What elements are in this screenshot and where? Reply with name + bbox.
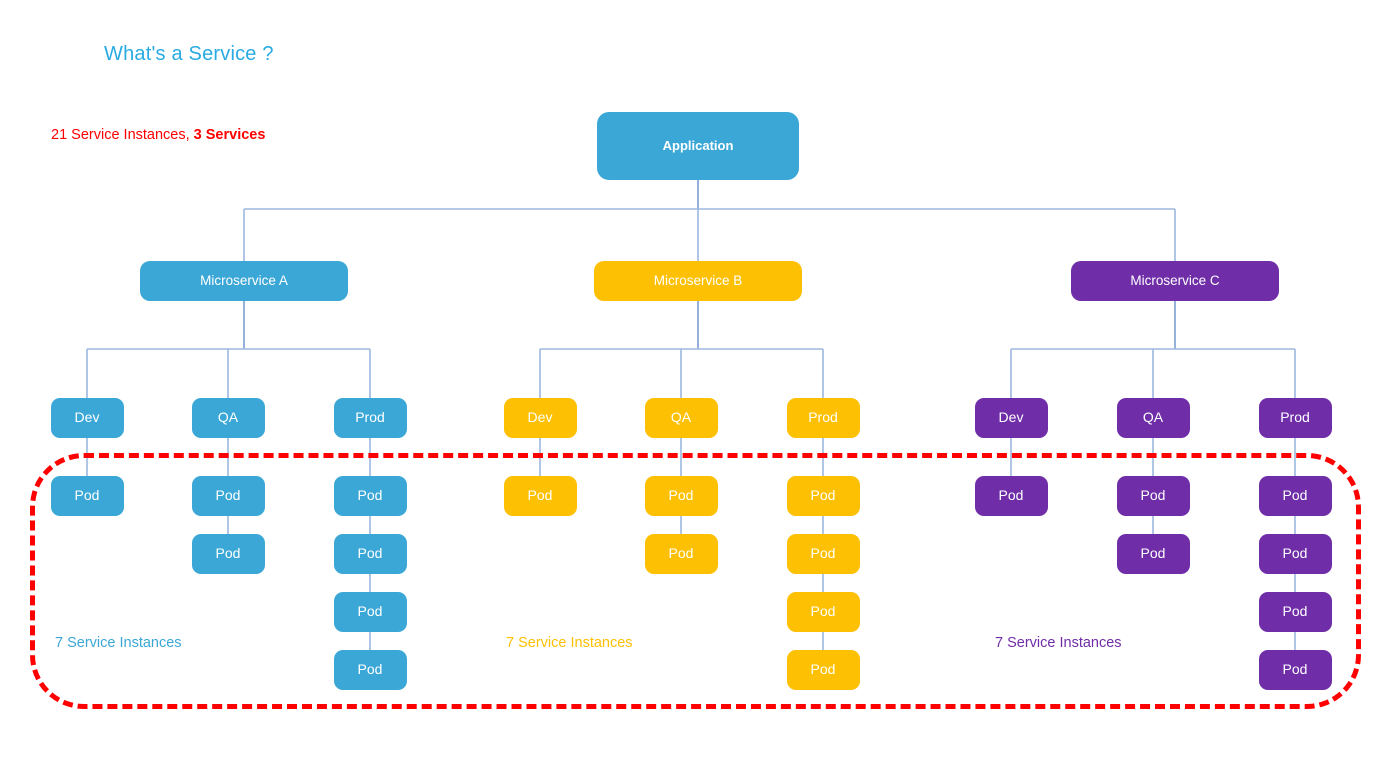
pod-node-2-1-0-label: Pod xyxy=(1140,487,1166,504)
env-node-2-2[interactable]: Prod xyxy=(1258,398,1332,438)
pod-node-2-1-0[interactable]: Pod xyxy=(1116,476,1190,516)
application-node-label: Application xyxy=(662,137,734,153)
microservice-node-2[interactable]: Microservice C xyxy=(1071,261,1279,301)
env-node-2-0-label: Dev xyxy=(998,409,1024,426)
env-node-1-1-label: QA xyxy=(670,409,692,426)
pod-node-1-1-1-label: Pod xyxy=(668,545,694,562)
pod-node-1-2-1-label: Pod xyxy=(810,545,836,562)
env-node-0-2[interactable]: Prod xyxy=(333,398,407,438)
pod-node-0-2-0[interactable]: Pod xyxy=(333,476,407,516)
env-node-0-0-label: Dev xyxy=(74,409,100,426)
env-node-2-2-label: Prod xyxy=(1280,409,1310,426)
pod-node-2-2-2[interactable]: Pod xyxy=(1258,592,1332,632)
pod-node-2-2-1-label: Pod xyxy=(1282,545,1308,562)
page-title: What's a Service ? xyxy=(104,43,274,65)
pod-node-0-1-1[interactable]: Pod xyxy=(191,534,265,574)
env-node-2-1[interactable]: QA xyxy=(1116,398,1190,438)
pod-node-2-2-2-label: Pod xyxy=(1282,603,1308,620)
env-node-1-0-label: Dev xyxy=(527,409,553,426)
env-node-1-1[interactable]: QA xyxy=(644,398,718,438)
pod-node-0-1-0-label: Pod xyxy=(215,487,241,504)
pod-node-0-2-2[interactable]: Pod xyxy=(333,592,407,632)
pod-node-1-2-0[interactable]: Pod xyxy=(786,476,860,516)
pod-node-1-1-0[interactable]: Pod xyxy=(644,476,718,516)
pod-node-2-2-1[interactable]: Pod xyxy=(1258,534,1332,574)
pod-node-2-1-1[interactable]: Pod xyxy=(1116,534,1190,574)
pod-node-1-2-3[interactable]: Pod xyxy=(786,650,860,690)
pod-node-2-0-0-label: Pod xyxy=(998,487,1024,504)
pod-node-2-1-1-label: Pod xyxy=(1140,545,1166,562)
instances-label-1: 7 Service Instances xyxy=(506,635,633,651)
pod-node-1-0-0[interactable]: Pod xyxy=(503,476,577,516)
env-node-1-2-label: Prod xyxy=(808,409,838,426)
env-node-2-0[interactable]: Dev xyxy=(974,398,1048,438)
pod-node-0-2-1-label: Pod xyxy=(357,545,383,562)
summary-prefix: 21 Service Instances, xyxy=(51,127,194,143)
microservice-node-1[interactable]: Microservice B xyxy=(594,261,802,301)
pod-node-0-1-0[interactable]: Pod xyxy=(191,476,265,516)
summary-caption: 21 Service Instances, 3 Services xyxy=(51,127,265,143)
microservice-node-2-label: Microservice C xyxy=(1130,272,1220,288)
pod-node-0-2-2-label: Pod xyxy=(357,603,383,620)
pod-node-2-2-3[interactable]: Pod xyxy=(1258,650,1332,690)
pod-node-2-0-0[interactable]: Pod xyxy=(974,476,1048,516)
pod-node-0-2-3-label: Pod xyxy=(357,661,383,678)
pod-node-0-2-0-label: Pod xyxy=(357,487,383,504)
env-node-0-2-label: Prod xyxy=(355,409,385,426)
pod-node-1-1-0-label: Pod xyxy=(668,487,694,504)
microservice-node-1-label: Microservice B xyxy=(653,272,743,288)
env-node-2-1-label: QA xyxy=(1142,409,1164,426)
env-node-0-1[interactable]: QA xyxy=(191,398,265,438)
pod-node-2-2-0-label: Pod xyxy=(1282,487,1308,504)
summary-emphasis: 3 Services xyxy=(193,127,266,143)
pod-node-0-1-1-label: Pod xyxy=(215,545,241,562)
env-node-0-0[interactable]: Dev xyxy=(50,398,124,438)
pod-node-1-0-0-label: Pod xyxy=(527,487,553,504)
env-node-1-2[interactable]: Prod xyxy=(786,398,860,438)
microservice-node-0-label: Microservice A xyxy=(200,272,288,288)
pod-node-1-2-2[interactable]: Pod xyxy=(786,592,860,632)
pod-node-0-0-0[interactable]: Pod xyxy=(50,476,124,516)
env-node-0-1-label: QA xyxy=(217,409,239,426)
instances-label-2: 7 Service Instances xyxy=(995,635,1122,651)
instances-label-0: 7 Service Instances xyxy=(55,635,182,651)
pod-node-1-1-1[interactable]: Pod xyxy=(644,534,718,574)
pod-node-2-2-3-label: Pod xyxy=(1282,661,1308,678)
env-node-1-0[interactable]: Dev xyxy=(503,398,577,438)
pod-node-1-2-1[interactable]: Pod xyxy=(786,534,860,574)
pod-node-1-2-0-label: Pod xyxy=(810,487,836,504)
pod-node-1-2-2-label: Pod xyxy=(810,603,836,620)
pod-node-0-2-3[interactable]: Pod xyxy=(333,650,407,690)
pod-node-1-2-3-label: Pod xyxy=(810,661,836,678)
pod-node-2-2-0[interactable]: Pod xyxy=(1258,476,1332,516)
application-node[interactable]: Application xyxy=(597,112,799,180)
pod-node-0-2-1[interactable]: Pod xyxy=(333,534,407,574)
microservice-node-0[interactable]: Microservice A xyxy=(140,261,348,301)
pod-node-0-0-0-label: Pod xyxy=(74,487,100,504)
